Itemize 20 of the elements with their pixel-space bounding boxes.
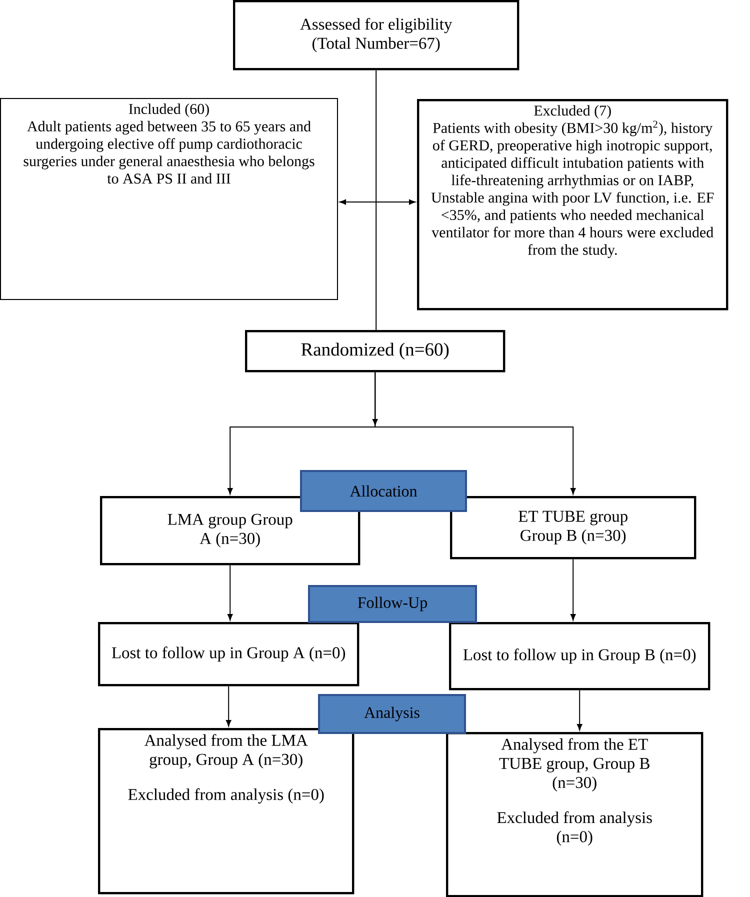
process-box: Assessed for eligibility (Total Number=67): [233, 0, 520, 70]
process-box: Randomized (n=60): [245, 330, 506, 372]
process-box: ET TUBE group Group B (n=30): [450, 496, 696, 560]
arrow: [374, 372, 576, 494]
process-box: Analysed from the LMA group, Group A (n=30) Excluded from analysis (n=0): [98, 728, 354, 894]
stage-banner: Analysis: [318, 694, 466, 734]
process-box: Lost to follow up in Group B (n=0): [449, 622, 710, 690]
process-box: Excluded (7) Patients with obesity (BMI>30 kg/m$^{2}$), history of GERD, preoperative high inotropic support, anticipated difficult intubation patients with life-threatening arrhythmias or on IABP, Unstable angina with poor LV function, i.e. EF <35%, and patients who needed mechanical ventilator for more than 4 hours were excluded from the study.: [417, 99, 728, 310]
arrow: [227, 564, 233, 620]
process-box: Lost to follow up in Group A (n=0): [98, 622, 360, 686]
arrow: [576, 690, 582, 730]
arrow: [340, 199, 416, 205]
arrow: [226, 686, 232, 726]
arrow: [570, 558, 576, 620]
connector-line: [376, 70, 377, 330]
stage-banner: Allocation: [300, 470, 467, 512]
process-box: Included (60) Adult patients aged between 35 to 65 years and undergoing elective off pump cardiothoracic surgeries under general anaesthesia who belongs to ASA PS II and III: [0, 98, 338, 300]
stage-banner: Follow-Up: [308, 585, 477, 623]
process-box: Analysed from the ET TUBE group, Group B (n=30) Excluded from analysis (n=0): [446, 732, 704, 897]
process-box: LMA group Group A (n=30): [100, 496, 360, 566]
